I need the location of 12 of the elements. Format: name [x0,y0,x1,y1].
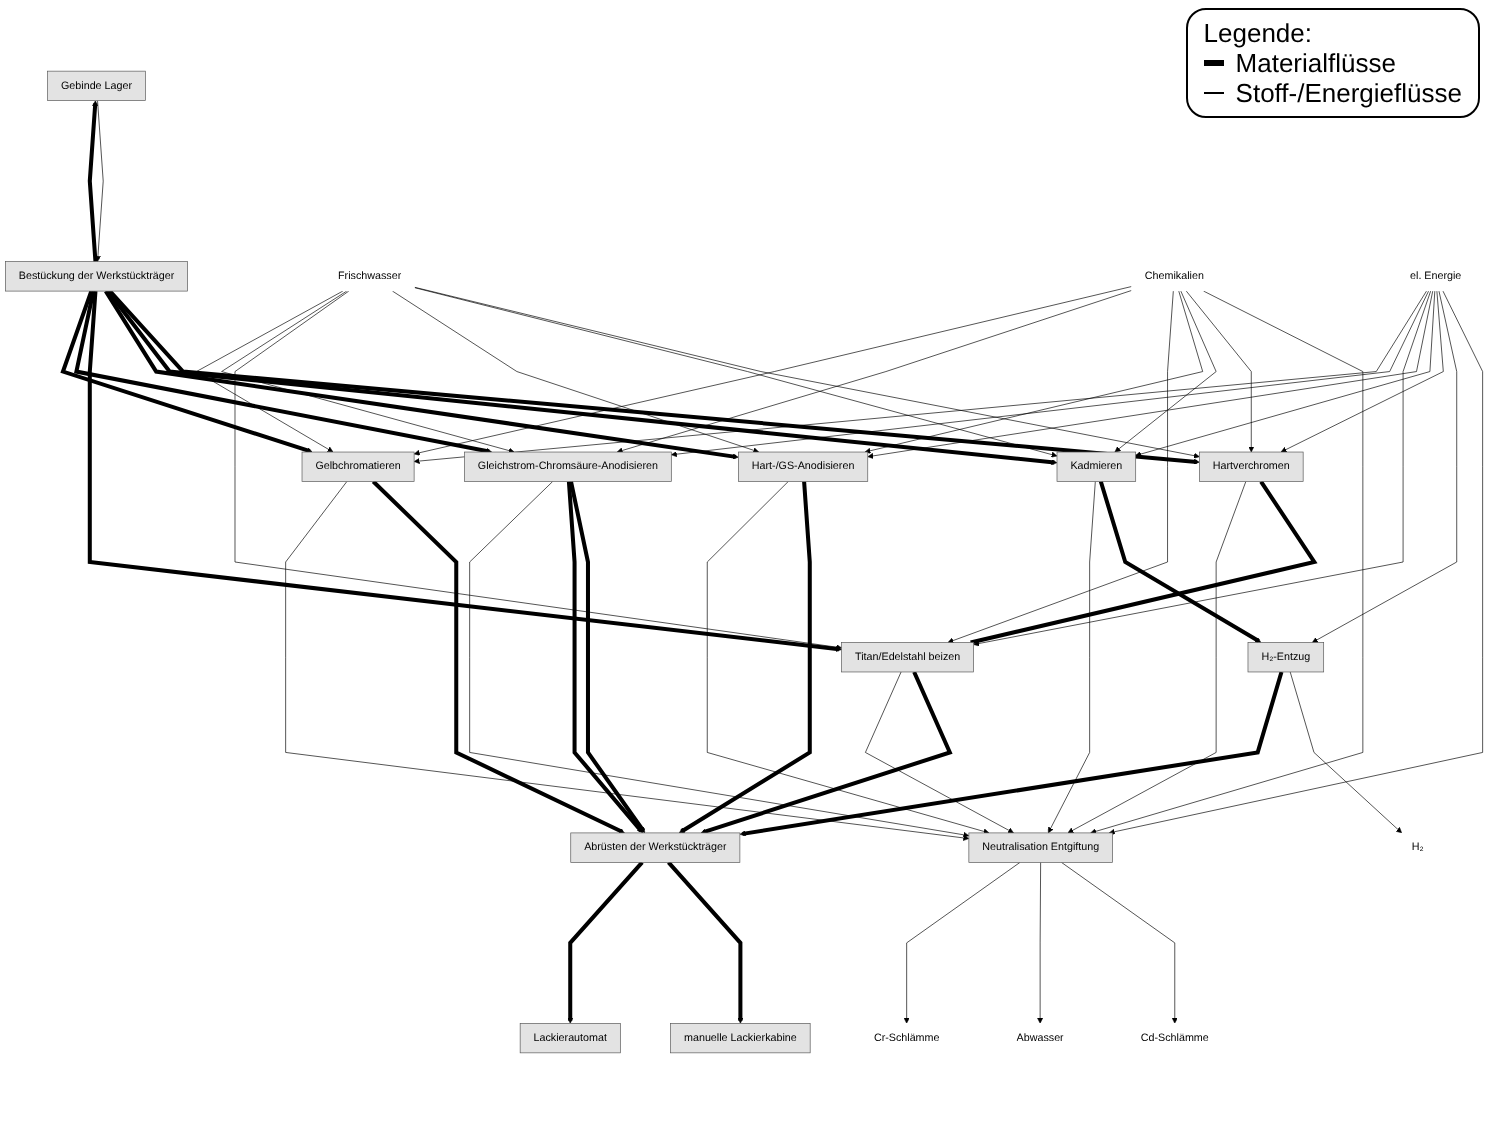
arrow [700,671,953,835]
connector [970,480,1318,645]
arrow [667,861,744,1024]
arrow [87,100,99,262]
legend-heading: Legende: [1203,18,1315,48]
arrow [567,861,644,1024]
arrow [1098,480,1262,643]
arrow [371,480,625,834]
legend-text: Materialflüsse [1235,48,1396,78]
legend-text: Stoff-/Energieflüsse [1235,78,1462,108]
arrow [679,481,812,834]
arrow [60,290,313,454]
